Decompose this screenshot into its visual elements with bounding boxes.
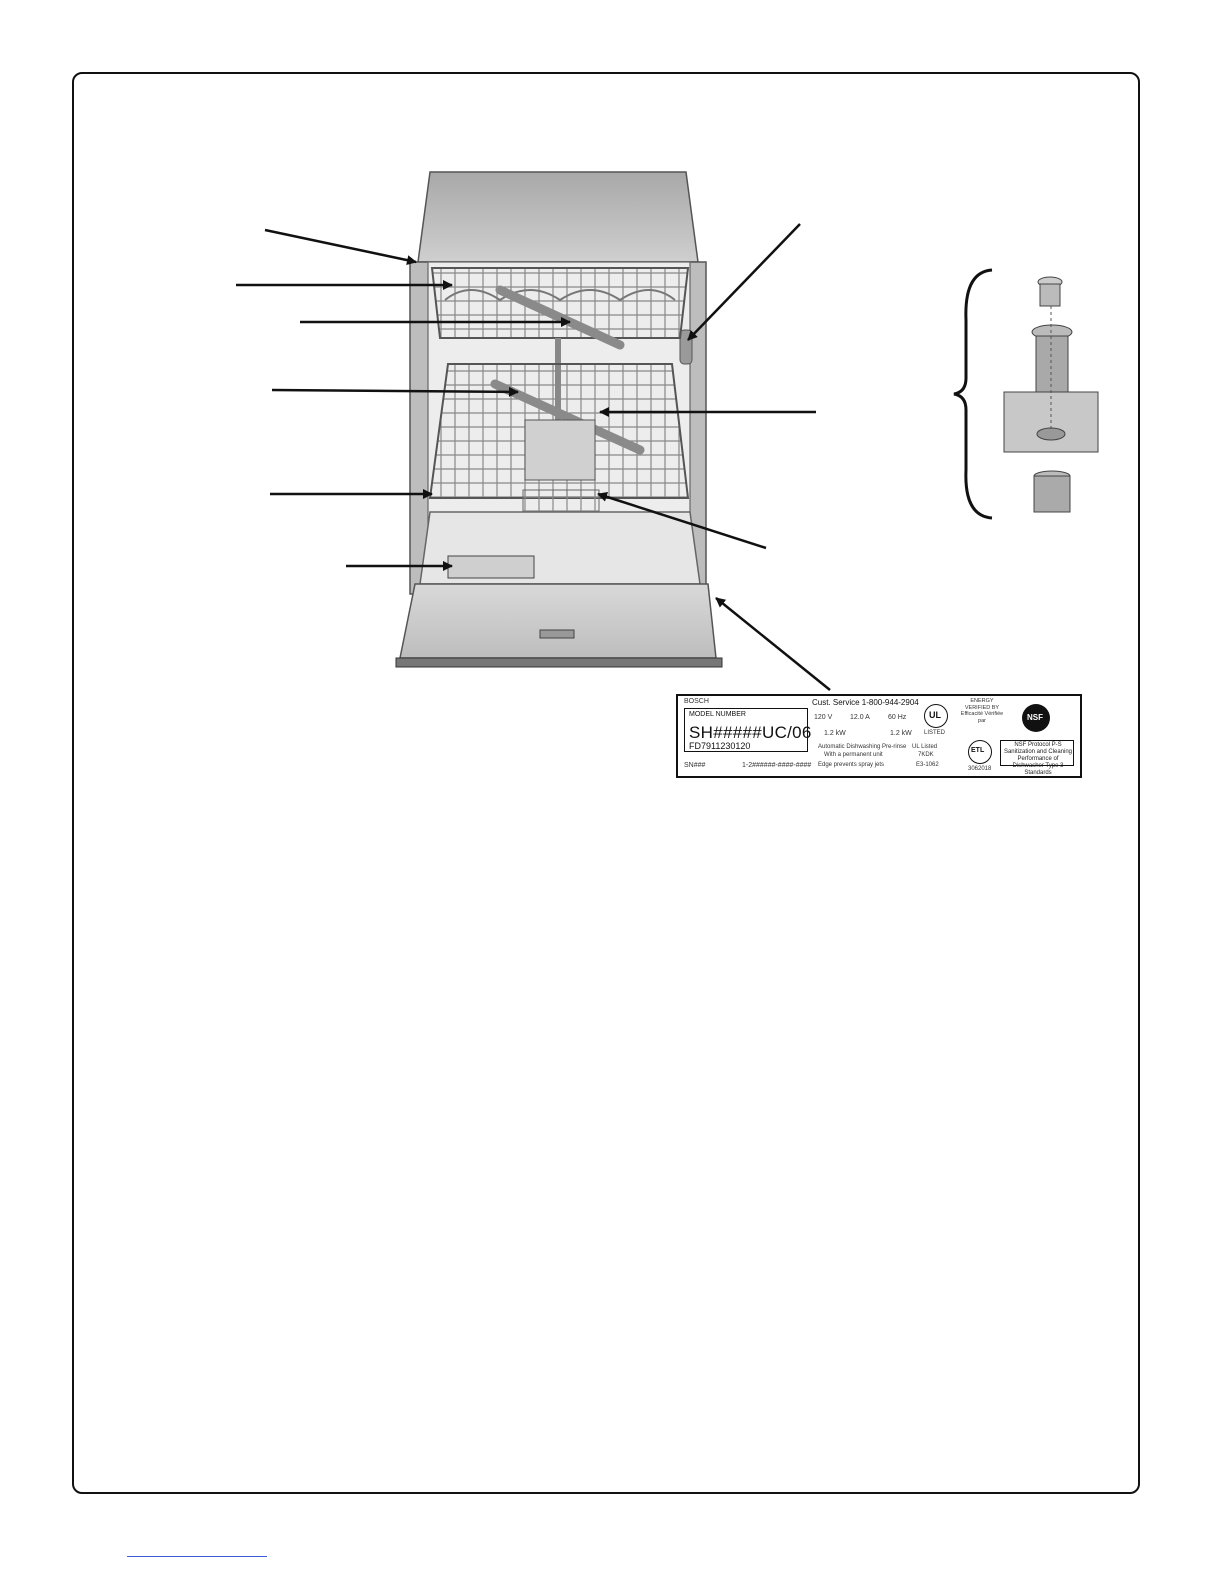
arrow-9 xyxy=(597,491,767,550)
nsf-certification-box: NSF Protocol P-S Sanitization and Cleani… xyxy=(1000,740,1074,776)
page-frame xyxy=(72,72,1140,1494)
amperage: 12.0 A xyxy=(850,714,870,721)
ul-logo-icon: UL xyxy=(924,704,948,728)
code-3: E3-1062 xyxy=(916,762,939,768)
model-heading: MODEL NUMBER xyxy=(689,711,746,718)
serial-heading: SN### xyxy=(684,762,706,769)
detergent-dispenser xyxy=(447,555,535,579)
service-line: Cust. Service 1-800-944-2904 xyxy=(812,698,919,707)
power-2: 1.2 kW xyxy=(890,730,912,737)
fd-code: FD7911230120 xyxy=(689,741,751,751)
serial-value: 1-2######-####-#### xyxy=(742,762,812,769)
rating-caption-3: Edge prevents spray jets xyxy=(818,762,885,768)
etl-mark: ETL xyxy=(971,747,985,754)
ul-mark: UL xyxy=(929,710,941,720)
power-1: 1.2 kW xyxy=(824,730,846,737)
nsf-logo-icon: NSF xyxy=(1022,704,1050,732)
bottom-link-underline[interactable] xyxy=(127,1556,267,1557)
door-handle xyxy=(539,629,575,639)
cutlery-basket xyxy=(524,419,596,481)
lower-spray-arm xyxy=(490,379,645,455)
model-number: SH#####UC/06 xyxy=(689,723,812,742)
etl-caption: 3062018 xyxy=(968,766,992,772)
fine-filter-cylinder xyxy=(1035,335,1069,395)
nsf-text: NSF Protocol P-S Sanitization and Cleani… xyxy=(1003,742,1073,776)
rinse-aid-indicator xyxy=(679,329,693,365)
rating-caption-1: Automatic Dishwashing Pre-rinse xyxy=(818,744,907,750)
etl-logo-icon: ETL xyxy=(968,740,992,764)
coarse-filter xyxy=(1033,475,1071,513)
ul-caption: LISTED xyxy=(924,730,946,736)
arrow-7 xyxy=(687,223,801,341)
callout-arrows xyxy=(236,223,831,691)
arrow-10 xyxy=(715,597,831,691)
brace xyxy=(953,268,993,520)
arrow-1 xyxy=(264,228,417,266)
model-number-box: MODEL NUMBER SH#####UC/06 FD7911230120 xyxy=(684,708,811,752)
frequency: 60 Hz xyxy=(888,714,907,721)
open-door xyxy=(395,511,723,668)
brand-text: BOSCH xyxy=(684,698,709,705)
nsf-mark: NSF xyxy=(1027,713,1043,722)
lower-rack xyxy=(428,363,690,521)
voltage: 120 V xyxy=(814,714,833,721)
code-2: 7KDK xyxy=(918,752,934,758)
arrow-4 xyxy=(271,386,519,397)
code-1: UL Listed xyxy=(912,744,938,750)
filter-assembly xyxy=(953,268,1099,520)
energy-caption: ENERGY VERIFIED BY Efficacité Vérifiée p… xyxy=(960,698,1004,724)
micro-filter-top xyxy=(1039,283,1061,307)
rating-label: BOSCH MODEL NUMBER SH#####UC/06 FD791123… xyxy=(676,694,1082,778)
rating-caption-2: With a permanent unit xyxy=(824,752,883,758)
upper-spray-arm xyxy=(495,285,625,350)
